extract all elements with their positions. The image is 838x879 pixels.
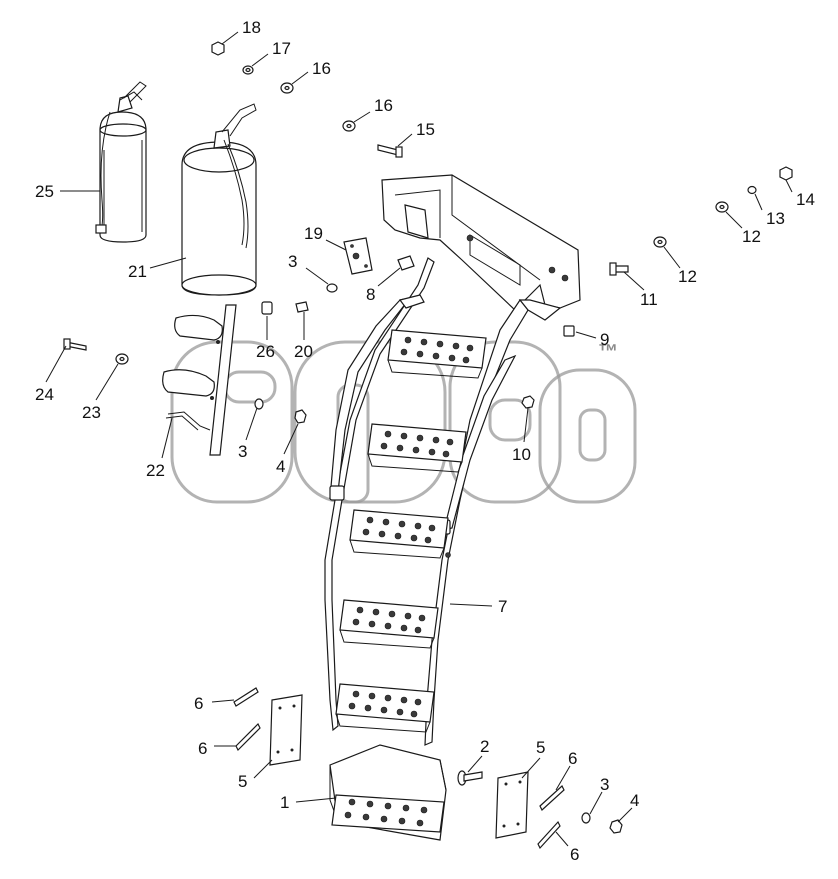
callout-2: 2 [480, 737, 489, 756]
callout-8: 8 [366, 285, 375, 304]
callout-labels: 18 17 16 16 15 14 13 12 12 11 25 21 19 3… [35, 18, 815, 864]
bolt-2 [457, 770, 483, 786]
ladder-step-5 [335, 683, 435, 733]
callout-5: 5 [536, 738, 545, 757]
callout-11: 11 [640, 290, 658, 309]
watermark-tm-symbol: ™ [598, 341, 618, 363]
callout-17: 17 [272, 39, 291, 58]
callout-16: 16 [374, 96, 393, 115]
callout-12: 12 [742, 227, 761, 246]
callout-25: 25 [35, 182, 54, 201]
callout-13: 13 [766, 209, 785, 228]
ladder-step-2 [367, 423, 467, 473]
callout-16: 16 [312, 59, 331, 78]
callout-19: 19 [304, 224, 323, 243]
callout-10: 10 [512, 445, 531, 464]
callout-3: 3 [238, 442, 247, 461]
clamp-strips [233, 687, 565, 850]
callout-6: 6 [568, 749, 577, 768]
mounting-plate-left [269, 694, 303, 766]
callout-26: 26 [256, 342, 275, 361]
callout-18: 18 [242, 18, 261, 37]
callout-14: 14 [796, 190, 815, 209]
watermark-logo [170, 340, 637, 504]
ladder-step-1 [387, 329, 487, 379]
ladder-frame [324, 174, 581, 746]
ladder-step-4 [339, 599, 439, 649]
callout-3: 3 [600, 775, 609, 794]
callout-6: 6 [570, 845, 579, 864]
mounting-plate-right [495, 771, 529, 839]
fire-extinguisher-small [95, 81, 147, 243]
leader-lines [45, 31, 793, 847]
ladder-step-3 [349, 509, 449, 559]
callout-23: 23 [82, 403, 101, 422]
callout-5: 5 [238, 772, 247, 791]
callout-24: 24 [35, 385, 54, 404]
extinguisher-bracket [162, 304, 237, 456]
fire-extinguisher-large [181, 103, 257, 296]
callout-22: 22 [146, 461, 165, 480]
callout-1: 1 [280, 793, 289, 812]
small-hardware [63, 41, 793, 834]
callout-12: 12 [678, 267, 697, 286]
callout-9: 9 [600, 330, 609, 349]
callout-3: 3 [288, 252, 297, 271]
callout-21: 21 [128, 262, 147, 281]
callout-20: 20 [294, 342, 313, 361]
callout-4: 4 [630, 791, 639, 810]
callout-6: 6 [198, 739, 207, 758]
callout-15: 15 [416, 120, 435, 139]
callout-6: 6 [194, 694, 203, 713]
callout-7: 7 [498, 597, 507, 616]
callout-4: 4 [276, 457, 285, 476]
bottom-step [329, 744, 447, 841]
